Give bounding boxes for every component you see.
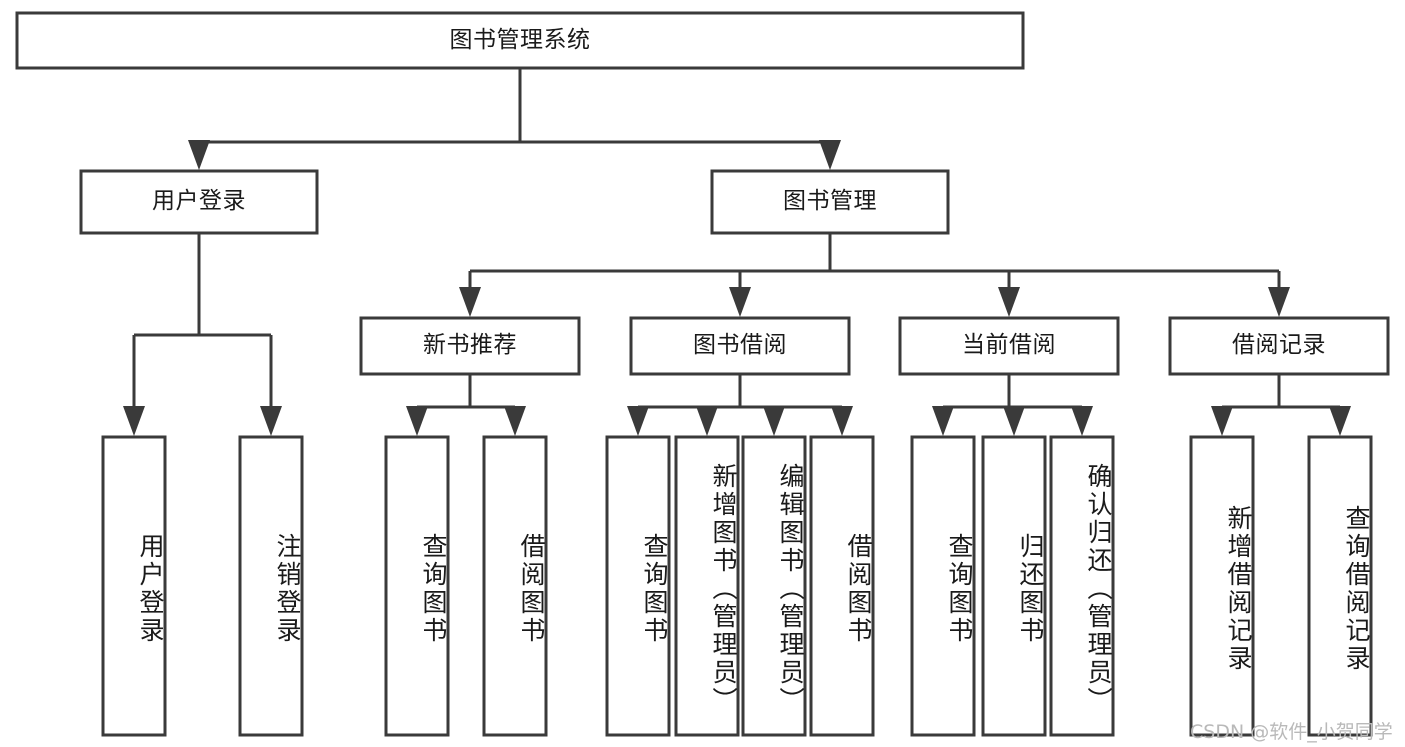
arrow-head-icon: [763, 406, 785, 436]
level3-box[interactable]: [898, 316, 1120, 376]
arrow-head-icon: [123, 406, 145, 436]
arrow-head-icon: [932, 406, 954, 436]
arrow-head-icon: [831, 406, 853, 436]
arrow-head-icon: [998, 287, 1020, 317]
leaf-box[interactable]: [741, 435, 807, 737]
arrow-head-icon: [406, 406, 428, 436]
leaf-box[interactable]: [238, 435, 304, 737]
leaf-box[interactable]: [981, 435, 1047, 737]
level3-box[interactable]: [629, 316, 851, 376]
arrow-head-icon: [1329, 406, 1351, 436]
arrow-head-icon: [459, 287, 481, 317]
level2-box[interactable]: [710, 169, 950, 235]
leaf-box[interactable]: [910, 435, 976, 737]
arrow-head-icon: [819, 140, 841, 170]
arrow-head-icon: [627, 406, 649, 436]
leaf-box[interactable]: [809, 435, 875, 737]
leaf-box[interactable]: [1307, 435, 1373, 737]
leaf-box[interactable]: [1189, 435, 1255, 737]
level3-box[interactable]: [1168, 316, 1390, 376]
leaf-box[interactable]: [1049, 435, 1115, 737]
arrow-head-icon: [1211, 406, 1233, 436]
boxes-layer: [15, 11, 1390, 737]
arrow-head-icon: [260, 406, 282, 436]
arrow-head-icon: [188, 140, 210, 170]
root-box[interactable]: [15, 11, 1025, 70]
arrow-head-icon: [504, 406, 526, 436]
arrow-head-icon: [1003, 406, 1025, 436]
leaf-box[interactable]: [101, 435, 167, 737]
arrow-head-icon: [1071, 406, 1093, 436]
arrow-head-icon: [1268, 287, 1290, 317]
leaf-box[interactable]: [605, 435, 671, 737]
connectors-layer: [123, 68, 1351, 436]
level3-box[interactable]: [359, 316, 581, 376]
arrow-head-icon: [696, 406, 718, 436]
arrow-head-icon: [729, 287, 751, 317]
level2-box[interactable]: [79, 169, 319, 235]
leaf-box[interactable]: [384, 435, 450, 737]
leaf-box[interactable]: [482, 435, 548, 737]
leaf-box[interactable]: [674, 435, 740, 737]
